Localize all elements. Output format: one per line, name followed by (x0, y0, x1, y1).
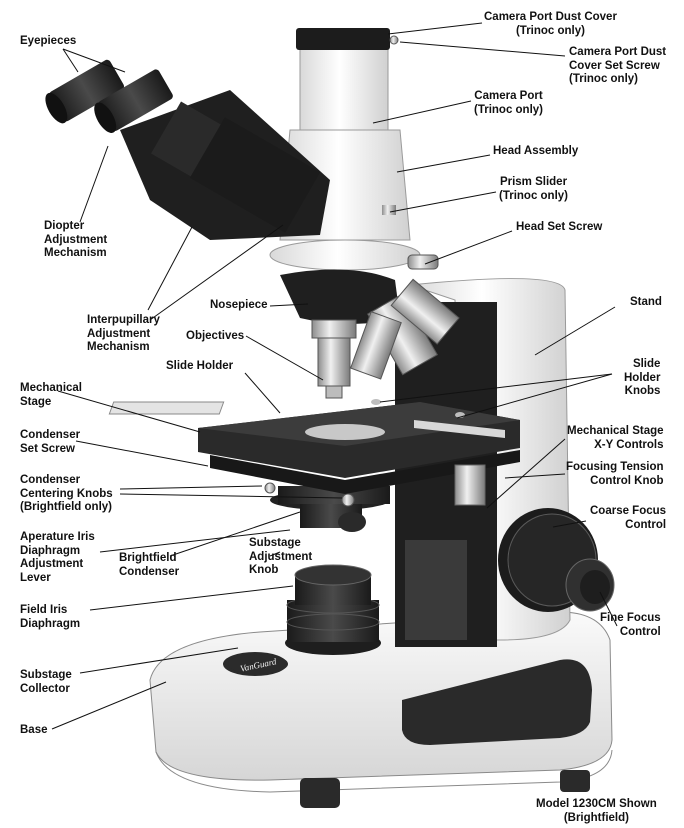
brand-logo: VanGuard (228, 654, 288, 674)
label-head-assembly: Head Assembly (493, 145, 579, 157)
label-camera-port-dust-cover-set-screw: Camera Port Dust Cover Set Screw (Trinoc… (569, 46, 667, 85)
label-head-set-screw: Head Set Screw (516, 221, 603, 233)
label-field-iris-diaphragm: Field Iris Diaphragm (20, 604, 81, 630)
label-diopter-adjustment-mechanism: Diopter Adjustment Mechanism (44, 220, 108, 259)
label-camera-port: Camera Port (Trinoc only) (474, 90, 543, 116)
label-eyepieces: Eyepieces (20, 35, 77, 47)
label-substage-adjustment-knob: Substage Adjustment Knob (249, 537, 313, 576)
label-brightfield-condenser: Brightfield Condenser (119, 552, 180, 578)
label-camera-port-dust-cover: Camera Port Dust Cover (Trinoc only) (484, 11, 617, 37)
collector-part (285, 564, 381, 655)
label-substage-collector: Substage Collector (20, 669, 72, 695)
label-objectives: Objectives (186, 330, 245, 342)
label-prism-slider: Prism Slider (Trinoc only) (499, 176, 568, 202)
focus-knob-part (498, 508, 615, 612)
label-base: Base (20, 724, 48, 736)
label-stand: Stand (630, 296, 662, 308)
label-coarse-focus-control: Coarse Focus Control (590, 505, 667, 531)
label-nosepiece: Nosepiece (210, 299, 268, 311)
label-aperture-iris-lever: Aperature Iris Diaphragm Adjustment Leve… (20, 531, 95, 584)
label-mechanical-stage: Mechanical Stage (20, 382, 82, 408)
nosepiece-part (280, 269, 460, 399)
eyepiece-part (45, 59, 330, 240)
label-slide-holder: Slide Holder (166, 360, 234, 372)
label-fine-focus-control: Fine Focus Control (600, 612, 661, 638)
label-slide-holder-knobs: Slide Holder Knobs (624, 358, 661, 397)
condenser-part (264, 482, 390, 532)
label-interpupillary-adjustment-mechanism: Interpupillary Adjustment Mechanism (87, 314, 160, 353)
label-mechanical-stage-xy-controls: Mechanical Stage X-Y Controls (567, 425, 664, 451)
label-condenser-set-screw: Condenser Set Screw (20, 429, 81, 455)
label-condenser-centering-knobs: Condenser Centering Knobs (Brightfield o… (20, 474, 113, 513)
head-part (269, 28, 439, 271)
label-focusing-tension-control-knob: Focusing Tension Control Knob (566, 461, 664, 487)
leader-lines (51, 22, 618, 730)
model-caption: Model 1230CM Shown (Brightfield) (536, 798, 657, 824)
base-part (149, 611, 613, 808)
stage-part (108, 399, 520, 506)
